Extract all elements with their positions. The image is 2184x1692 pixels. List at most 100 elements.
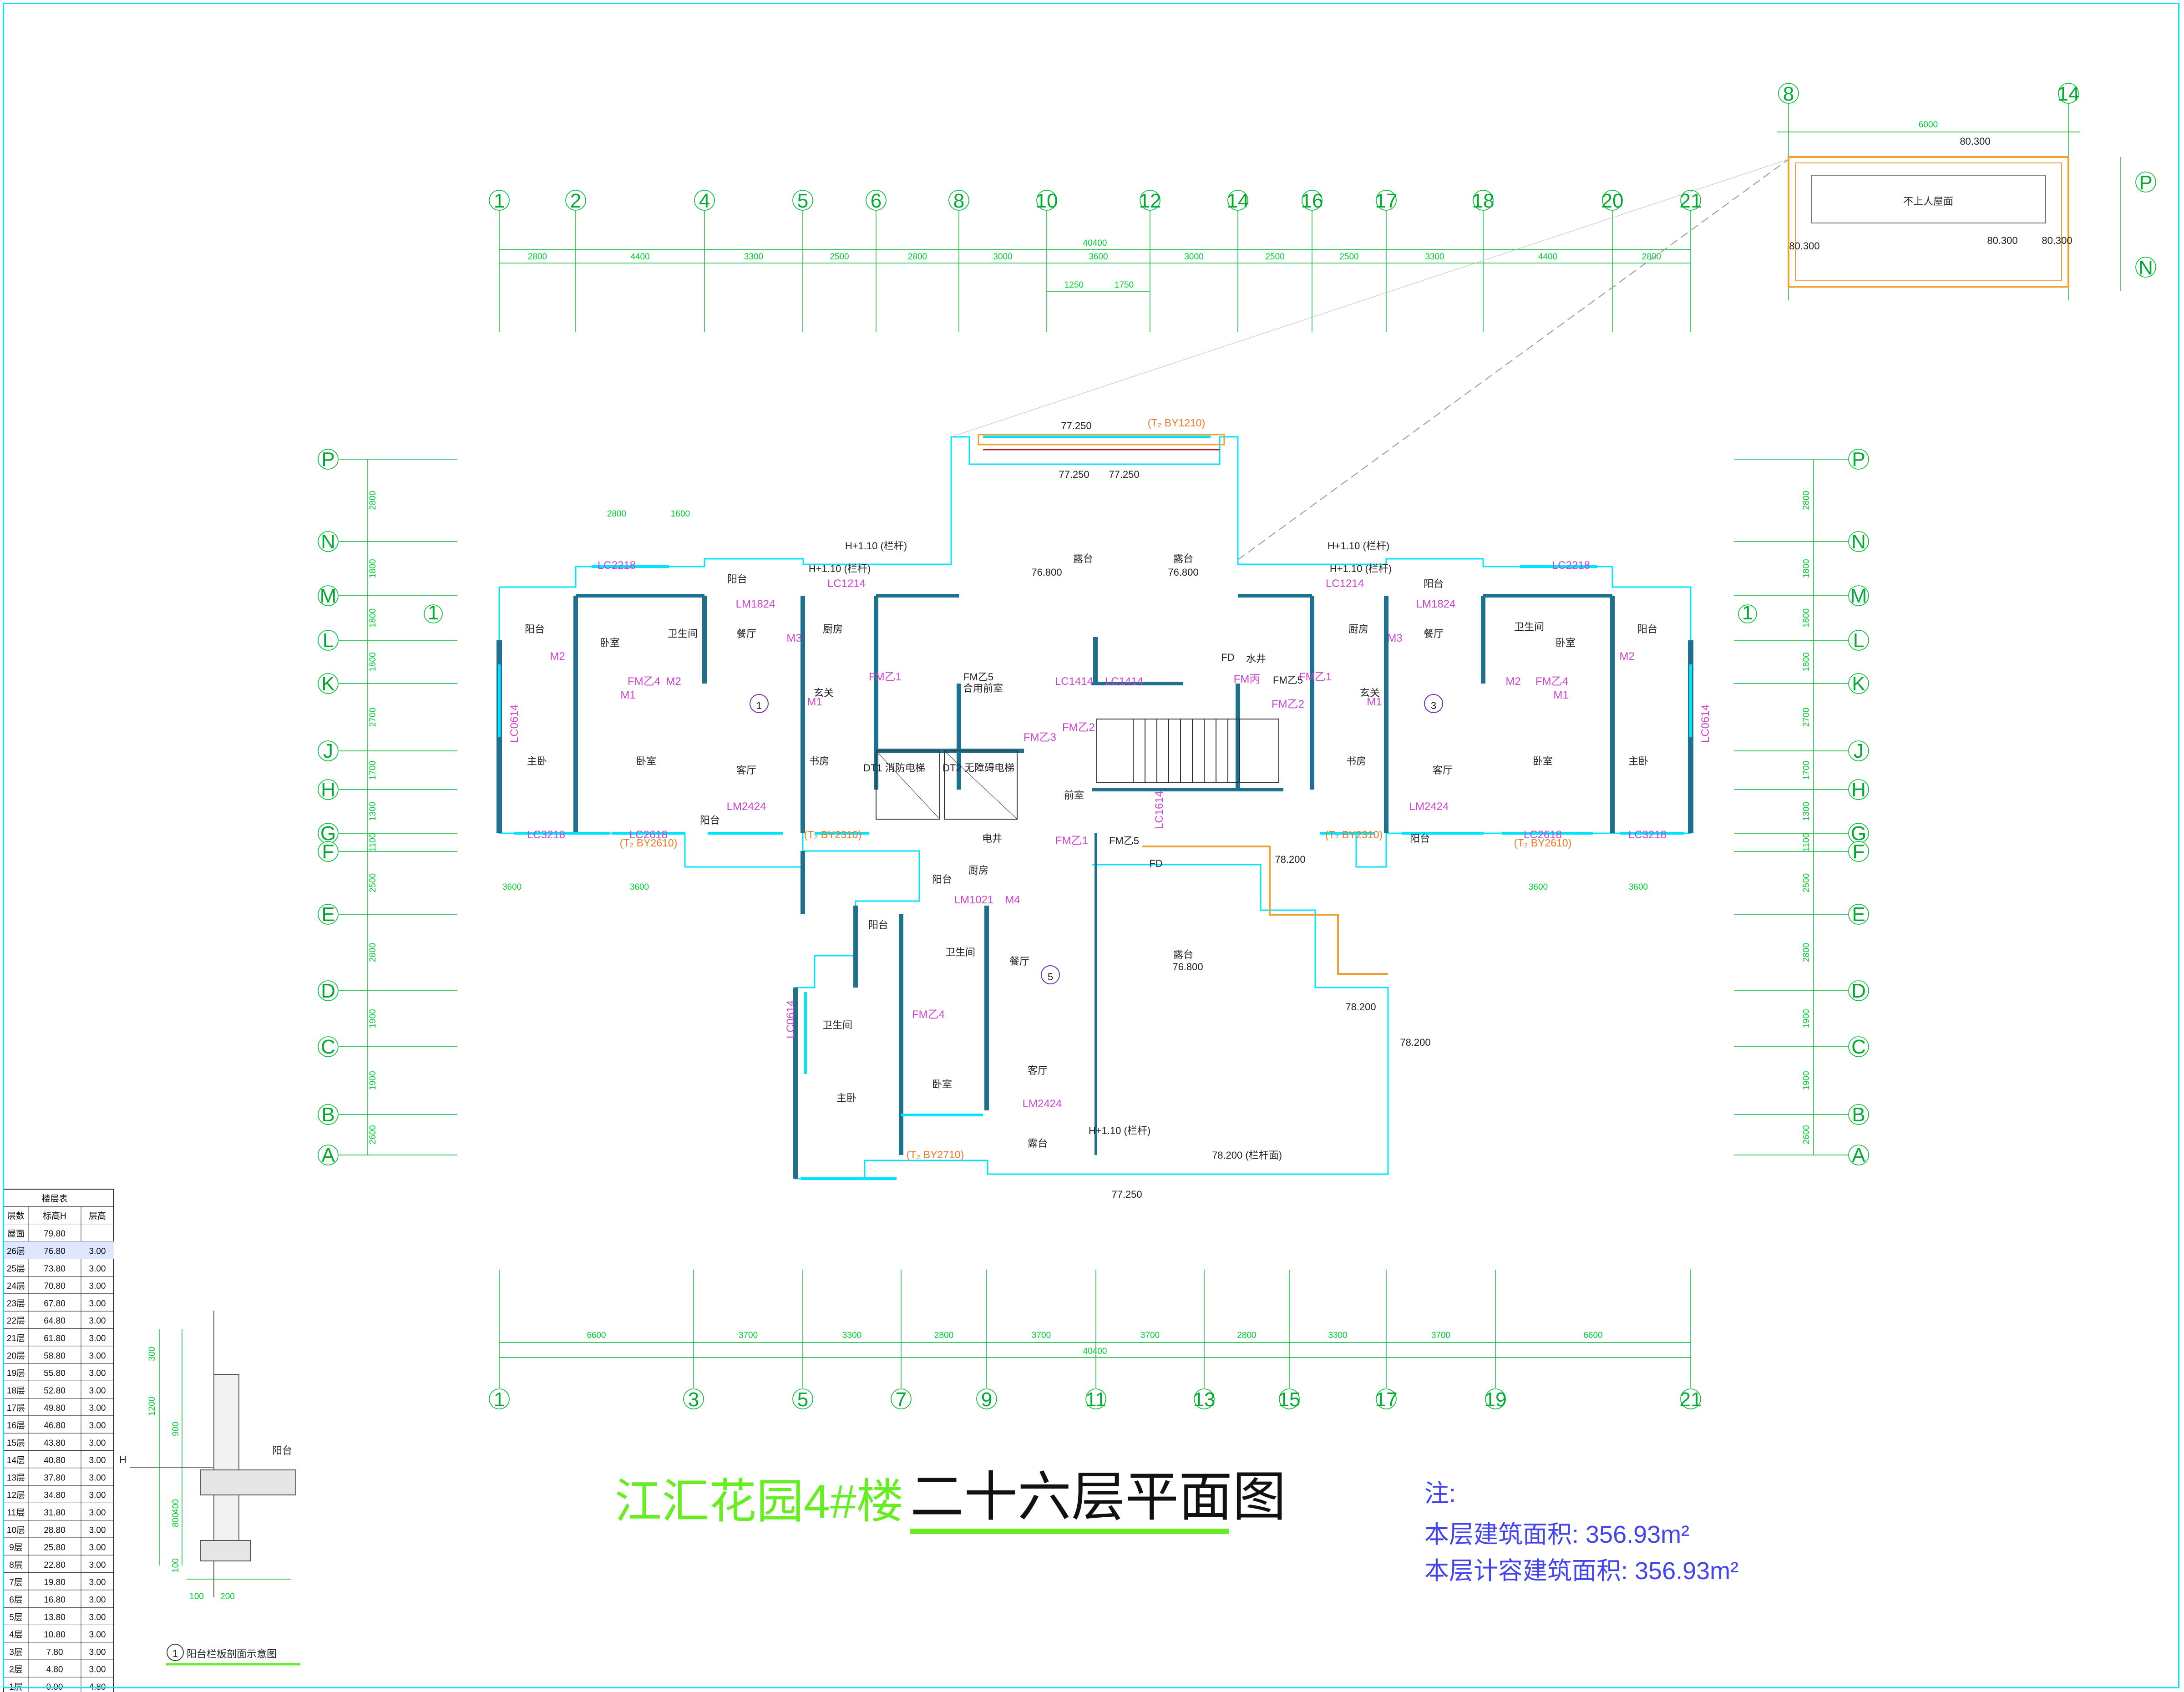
- axis-label-top: 16: [1301, 190, 1323, 212]
- table-cell: 7.80: [46, 1647, 63, 1657]
- section-ref: [1738, 604, 1757, 623]
- section-ref-number: 1: [1742, 602, 1753, 624]
- axis-label-top: 6: [871, 190, 882, 212]
- axis-label-right: L: [1853, 629, 1864, 652]
- section-dim: 300: [147, 1347, 157, 1361]
- axis-label-bottom: 19: [1485, 1388, 1507, 1411]
- inset-axis-label: 14: [2057, 83, 2080, 105]
- axis-bubble-top: [1680, 190, 1701, 211]
- dim-left-seg: 1800: [368, 608, 378, 628]
- table-cell: 3.00: [89, 1439, 106, 1448]
- table-header: 标高H: [43, 1211, 66, 1221]
- dim-bottom-seg: 6600: [587, 1331, 606, 1340]
- dim-top-seg: 2800: [1642, 252, 1661, 262]
- component-tag: M4: [1005, 894, 1020, 906]
- component-tag: LC0614: [1699, 704, 1712, 743]
- table-cell: 3.00: [89, 1282, 106, 1291]
- elevation-mark: 77.250: [1061, 420, 1091, 431]
- room-label: 厨房: [968, 865, 988, 876]
- table-cell: 46.80: [44, 1421, 66, 1430]
- axis-label-left: H: [321, 779, 335, 801]
- dim-right-seg: 1300: [1802, 802, 1811, 821]
- room-label: 阳台: [1424, 578, 1444, 589]
- component-tag: FM乙4: [1535, 675, 1568, 688]
- table-cell: 31.80: [44, 1508, 66, 1518]
- component-tag: FM乙1: [869, 671, 902, 683]
- room-label: 卧室: [636, 755, 656, 767]
- table-cell: 70.80: [44, 1282, 66, 1291]
- roof-parapet-inner: [1795, 162, 2062, 281]
- component-tag: M1: [1367, 696, 1382, 708]
- elevation-mark: H+1.10 (栏杆): [1328, 540, 1389, 552]
- dim-right-seg: 1800: [1802, 608, 1811, 628]
- table-cell: 73.80: [44, 1264, 66, 1274]
- axis-bubble-left: [318, 779, 339, 800]
- elevation-mark: 76.800: [1031, 567, 1062, 578]
- axis-bubble-top: [1602, 190, 1623, 211]
- axis-label-right: C: [1851, 1036, 1866, 1058]
- axis-bubble-left: [318, 740, 339, 761]
- table-cell: 3.00: [89, 1369, 106, 1378]
- table-border: [3, 1189, 114, 1692]
- table-cell: 6层: [9, 1595, 23, 1605]
- dim-bottom-seg: 3700: [1032, 1331, 1051, 1340]
- table-cell: 22.80: [44, 1560, 66, 1570]
- table-cell: 3.00: [89, 1317, 106, 1326]
- dim-bottom-seg: 3300: [842, 1331, 861, 1340]
- component-tag: M2: [666, 675, 681, 688]
- component-tag: (T₂ BY2310): [804, 829, 862, 841]
- dim-right-seg: 1900: [1802, 1009, 1811, 1028]
- stair-outline: [1096, 719, 1279, 783]
- room-label: 露台: [1173, 949, 1193, 960]
- component-tag: LM2424: [727, 800, 766, 813]
- elevation-mark: 76.800: [1172, 961, 1203, 973]
- dim-left-seg: 1900: [368, 1009, 378, 1028]
- section-caption-ref-number: 1: [172, 1648, 178, 1659]
- table-cell: 10层: [7, 1525, 25, 1535]
- axis-bubble-top: [948, 190, 969, 211]
- room-label: 阳台: [1410, 833, 1430, 844]
- component-tag: LC0614: [508, 704, 521, 743]
- dim-right-seg: 1700: [1802, 760, 1811, 780]
- component-tag: (T₂ BY1210): [1148, 417, 1206, 429]
- axis-label-bottom: 17: [1375, 1388, 1398, 1411]
- axis-bubble-right: [1848, 449, 1869, 470]
- axis-bubble-top: [1376, 190, 1397, 211]
- component-tag: LC3218: [527, 829, 565, 841]
- dim-left-seg: 2700: [368, 708, 378, 727]
- component-tag: LC1414: [1105, 675, 1143, 688]
- elevator-cross: [944, 750, 1018, 820]
- axis-label-right: K: [1852, 673, 1865, 695]
- slab: [200, 1469, 296, 1495]
- axis-label-right: H: [1851, 779, 1866, 801]
- dim-bottom-total: 40400: [1083, 1347, 1107, 1356]
- table-cell: 26层: [7, 1246, 25, 1256]
- dim-lower: 3600: [630, 882, 649, 892]
- dim-right-seg: 2800: [1802, 491, 1811, 510]
- axis-bubble-right: [1848, 779, 1869, 800]
- table-cell: 3.00: [89, 1560, 106, 1570]
- building-plan: [497, 159, 1789, 1180]
- axis-label-left: J: [323, 740, 333, 762]
- elevator-shaft: [876, 750, 940, 820]
- unit-number: 3: [1431, 700, 1436, 711]
- component-tag: FD: [1221, 652, 1234, 663]
- table-cell: 3.00: [89, 1264, 106, 1274]
- elevation-mark: H+1.10 (栏杆): [1089, 1125, 1150, 1136]
- section-dim: 400: [171, 1499, 181, 1514]
- axis-bubble-bottom: [1194, 1388, 1215, 1409]
- dim-right-seg: 1100: [1802, 833, 1811, 852]
- axis-bubble-bottom: [489, 1388, 510, 1409]
- dim-right-seg: 1900: [1802, 1071, 1811, 1090]
- table-cell: 3.00: [89, 1299, 106, 1308]
- room-label: 露台: [1028, 1138, 1048, 1149]
- axis-bubble-left: [318, 673, 339, 694]
- axis-bubble-right: [1848, 740, 1869, 761]
- component-tag: LM1824: [736, 598, 775, 610]
- axis-bubble-right: [1848, 585, 1869, 606]
- table-cell: 34.80: [44, 1491, 66, 1500]
- leader-line: [951, 159, 1789, 437]
- table-cell: 76.80: [44, 1246, 66, 1256]
- table-cell: 37.80: [44, 1473, 66, 1483]
